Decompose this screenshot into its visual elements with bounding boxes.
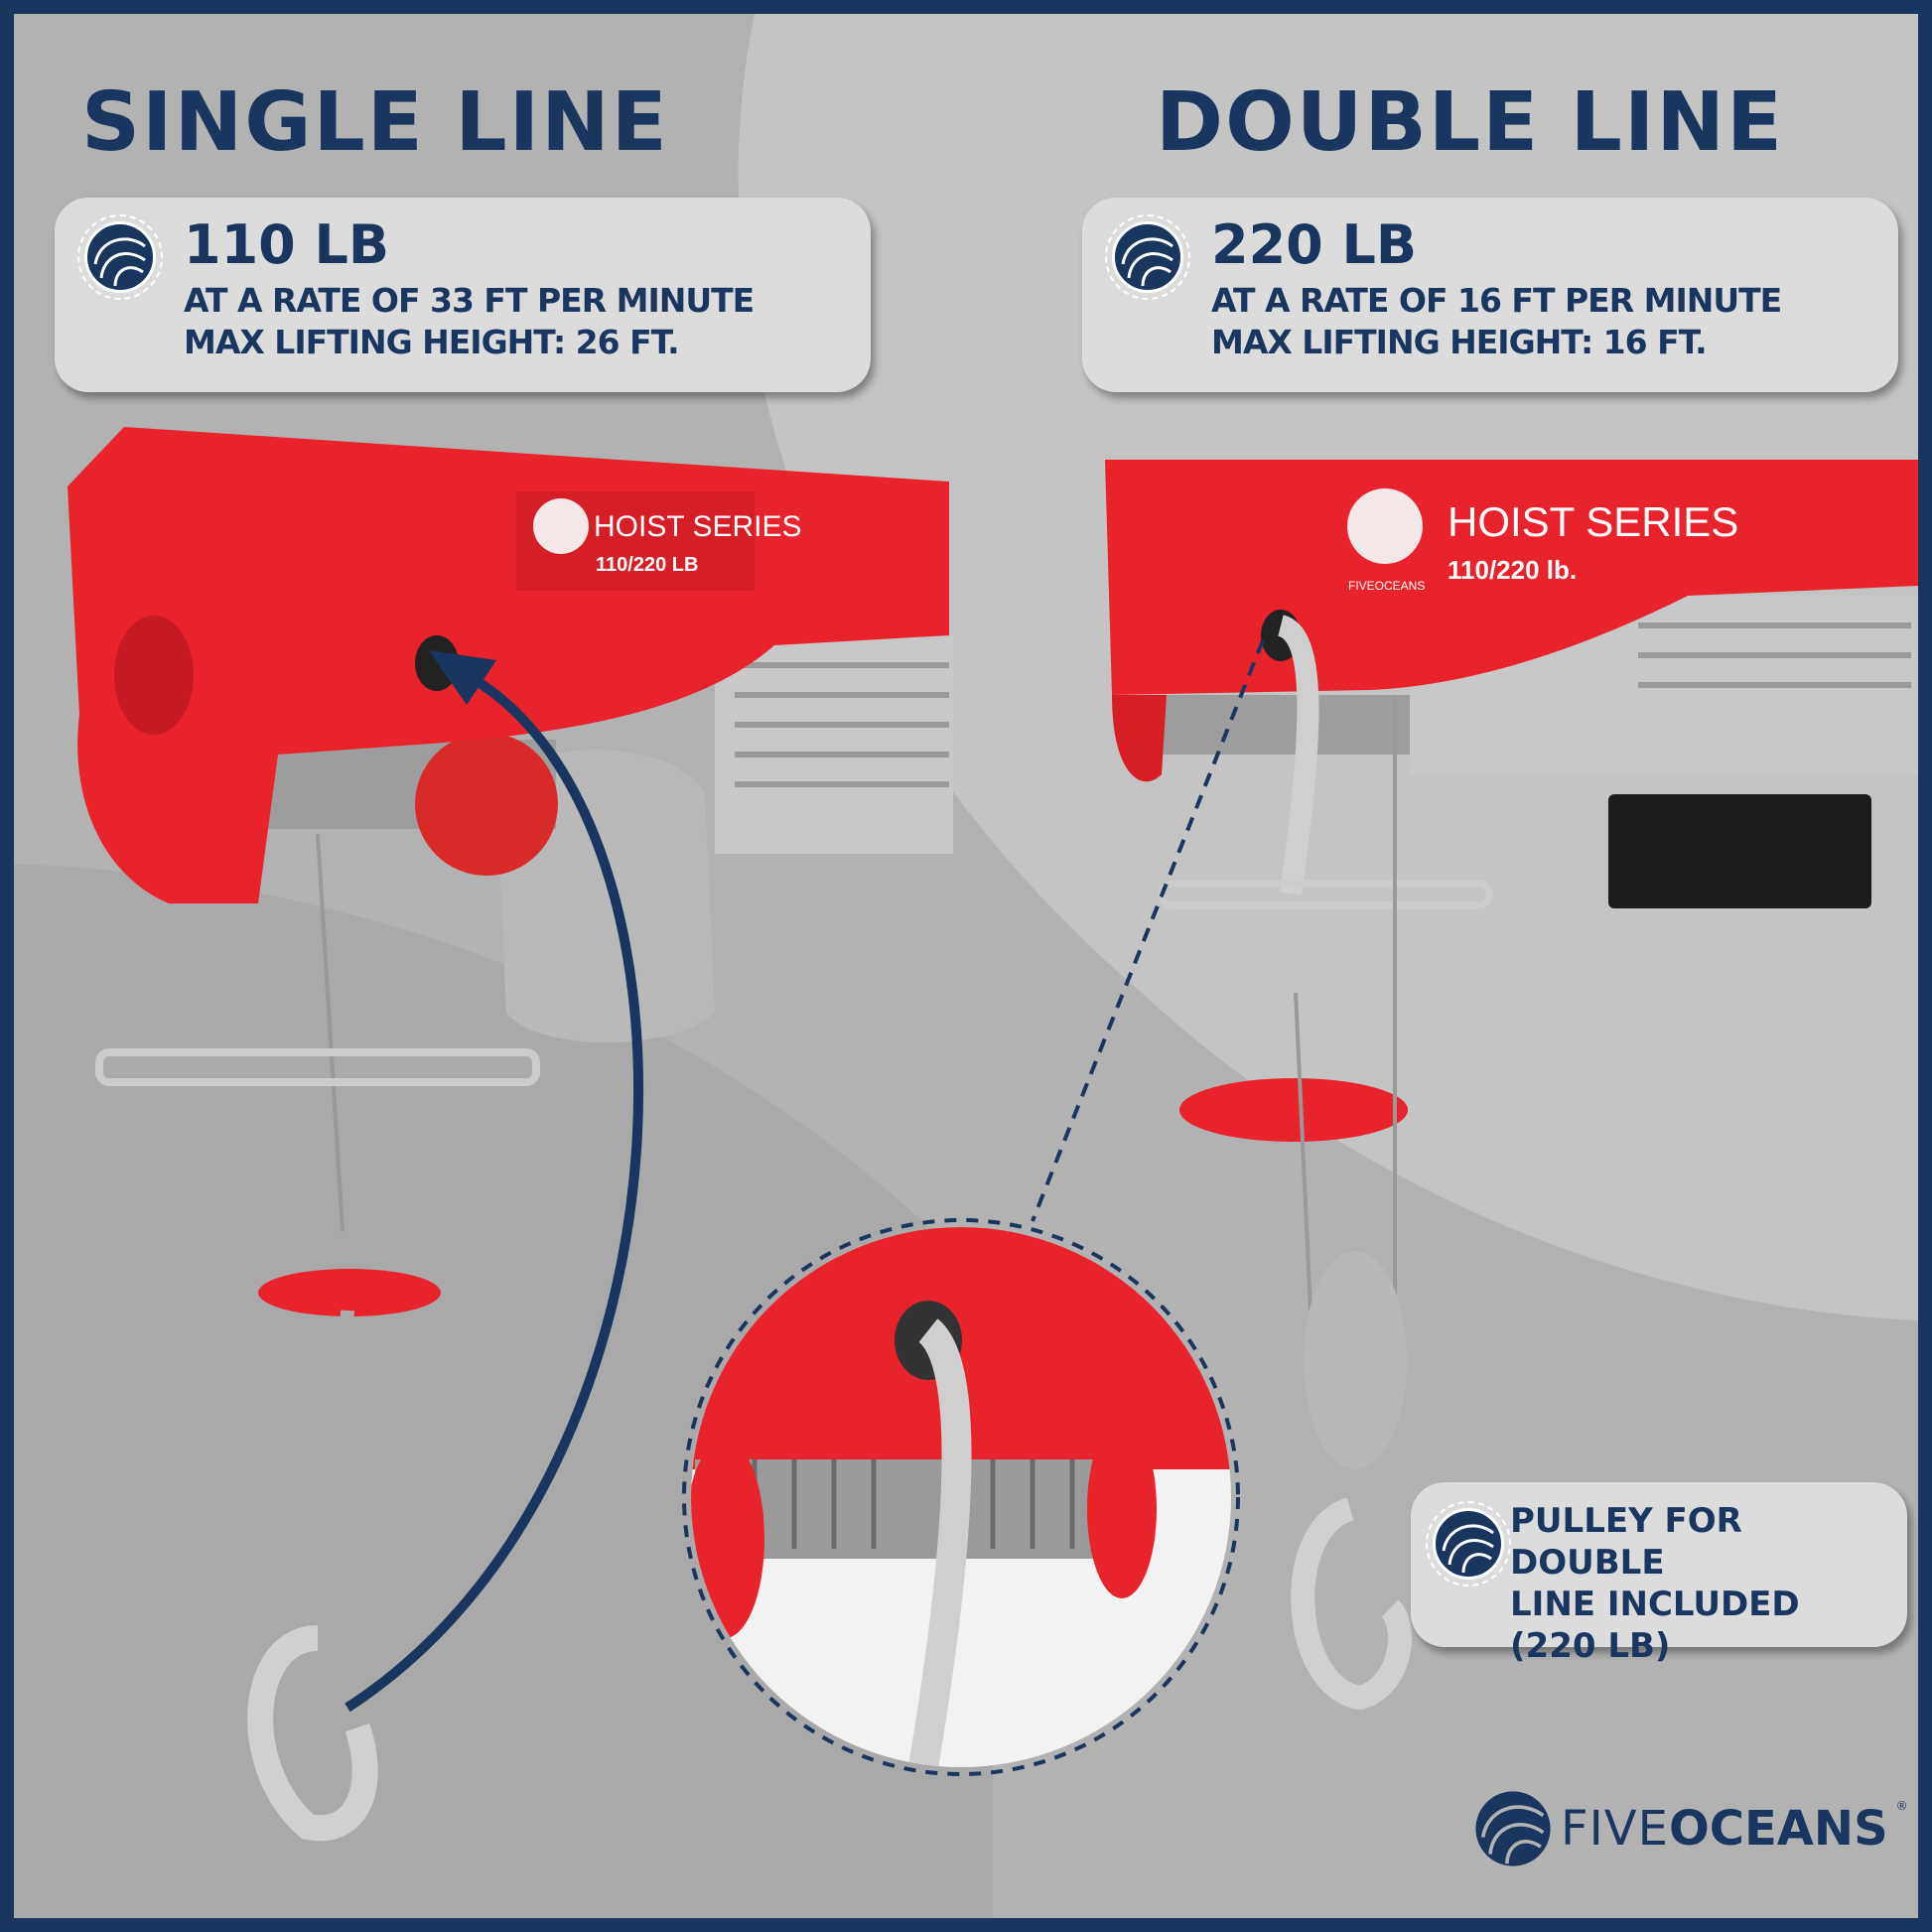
double-capacity: 220 LB [1211, 213, 1418, 276]
arrow-head-icon [429, 650, 496, 705]
left-hoist: HOIST SERIES 110/220 LB [68, 427, 953, 1842]
pulley-note-line3: (220 LB) [1510, 1626, 1671, 1666]
arrow-curve [345, 665, 643, 1713]
pulley-note-line2: LINE INCLUDED [1510, 1585, 1800, 1624]
single-capacity: 110 LB [184, 213, 390, 276]
fiveoceans-wave-icon [1105, 214, 1190, 300]
pulley-note-line1: PULLEY FOR DOUBLE [1510, 1501, 1742, 1583]
pulley-note-text: PULLEY FOR DOUBLE LINE INCLUDED (220 LB) [1510, 1500, 1907, 1667]
fiveoceans-wave-icon [1426, 1501, 1511, 1587]
pulley-note-card: PULLEY FOR DOUBLE LINE INCLUDED (220 LB) [1411, 1482, 1907, 1666]
infographic: HOIST SERIES 110/220 LB HOIST SERIES 110… [14, 14, 1918, 1918]
left-rating-label: 110/220 LB [596, 554, 698, 576]
single-rate: AT A RATE OF 33 FT PER MINUTE [184, 281, 755, 320]
single-line-title: SINGLE LINE [81, 75, 669, 170]
single-line-spec-card: 110 LB AT A RATE OF 33 FT PER MINUTE MAX… [55, 198, 871, 392]
logo-registered: ® [1895, 1799, 1908, 1813]
single-height: MAX LIFTING HEIGHT: 26 FT. [184, 323, 680, 361]
double-rate: AT A RATE OF 16 FT PER MINUTE [1211, 281, 1782, 320]
callout-line [1031, 639, 1265, 1222]
fiveoceans-logo-icon [1475, 1791, 1551, 1866]
brand-small-label: FIVEOCEANS [1348, 579, 1425, 593]
logo-five: FIVE [1561, 1801, 1669, 1857]
left-series-label: HOIST SERIES [594, 510, 802, 543]
right-hoist: HOIST SERIES 110/220 lb. FIVEOCEANS [1105, 460, 1918, 1711]
product-illustration: HOIST SERIES 110/220 LB HOIST SERIES 110… [14, 14, 1918, 1918]
double-line-spec-card: 220 LB AT A RATE OF 16 FT PER MINUTE MAX… [1082, 198, 1898, 392]
logo-oceans: OCEANS [1668, 1801, 1888, 1857]
double-line-title: DOUBLE LINE [1156, 75, 1785, 170]
right-rating-label: 110/220 lb. [1448, 555, 1577, 585]
double-height: MAX LIFTING HEIGHT: 16 FT. [1211, 323, 1708, 361]
fiveoceans-wave-icon [77, 214, 163, 300]
right-series-label: HOIST SERIES [1448, 498, 1738, 545]
detail-inset [682, 1218, 1240, 1776]
